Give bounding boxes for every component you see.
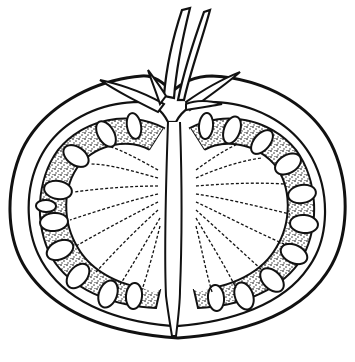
- central-stalk: [165, 122, 181, 336]
- seed: [36, 200, 56, 213]
